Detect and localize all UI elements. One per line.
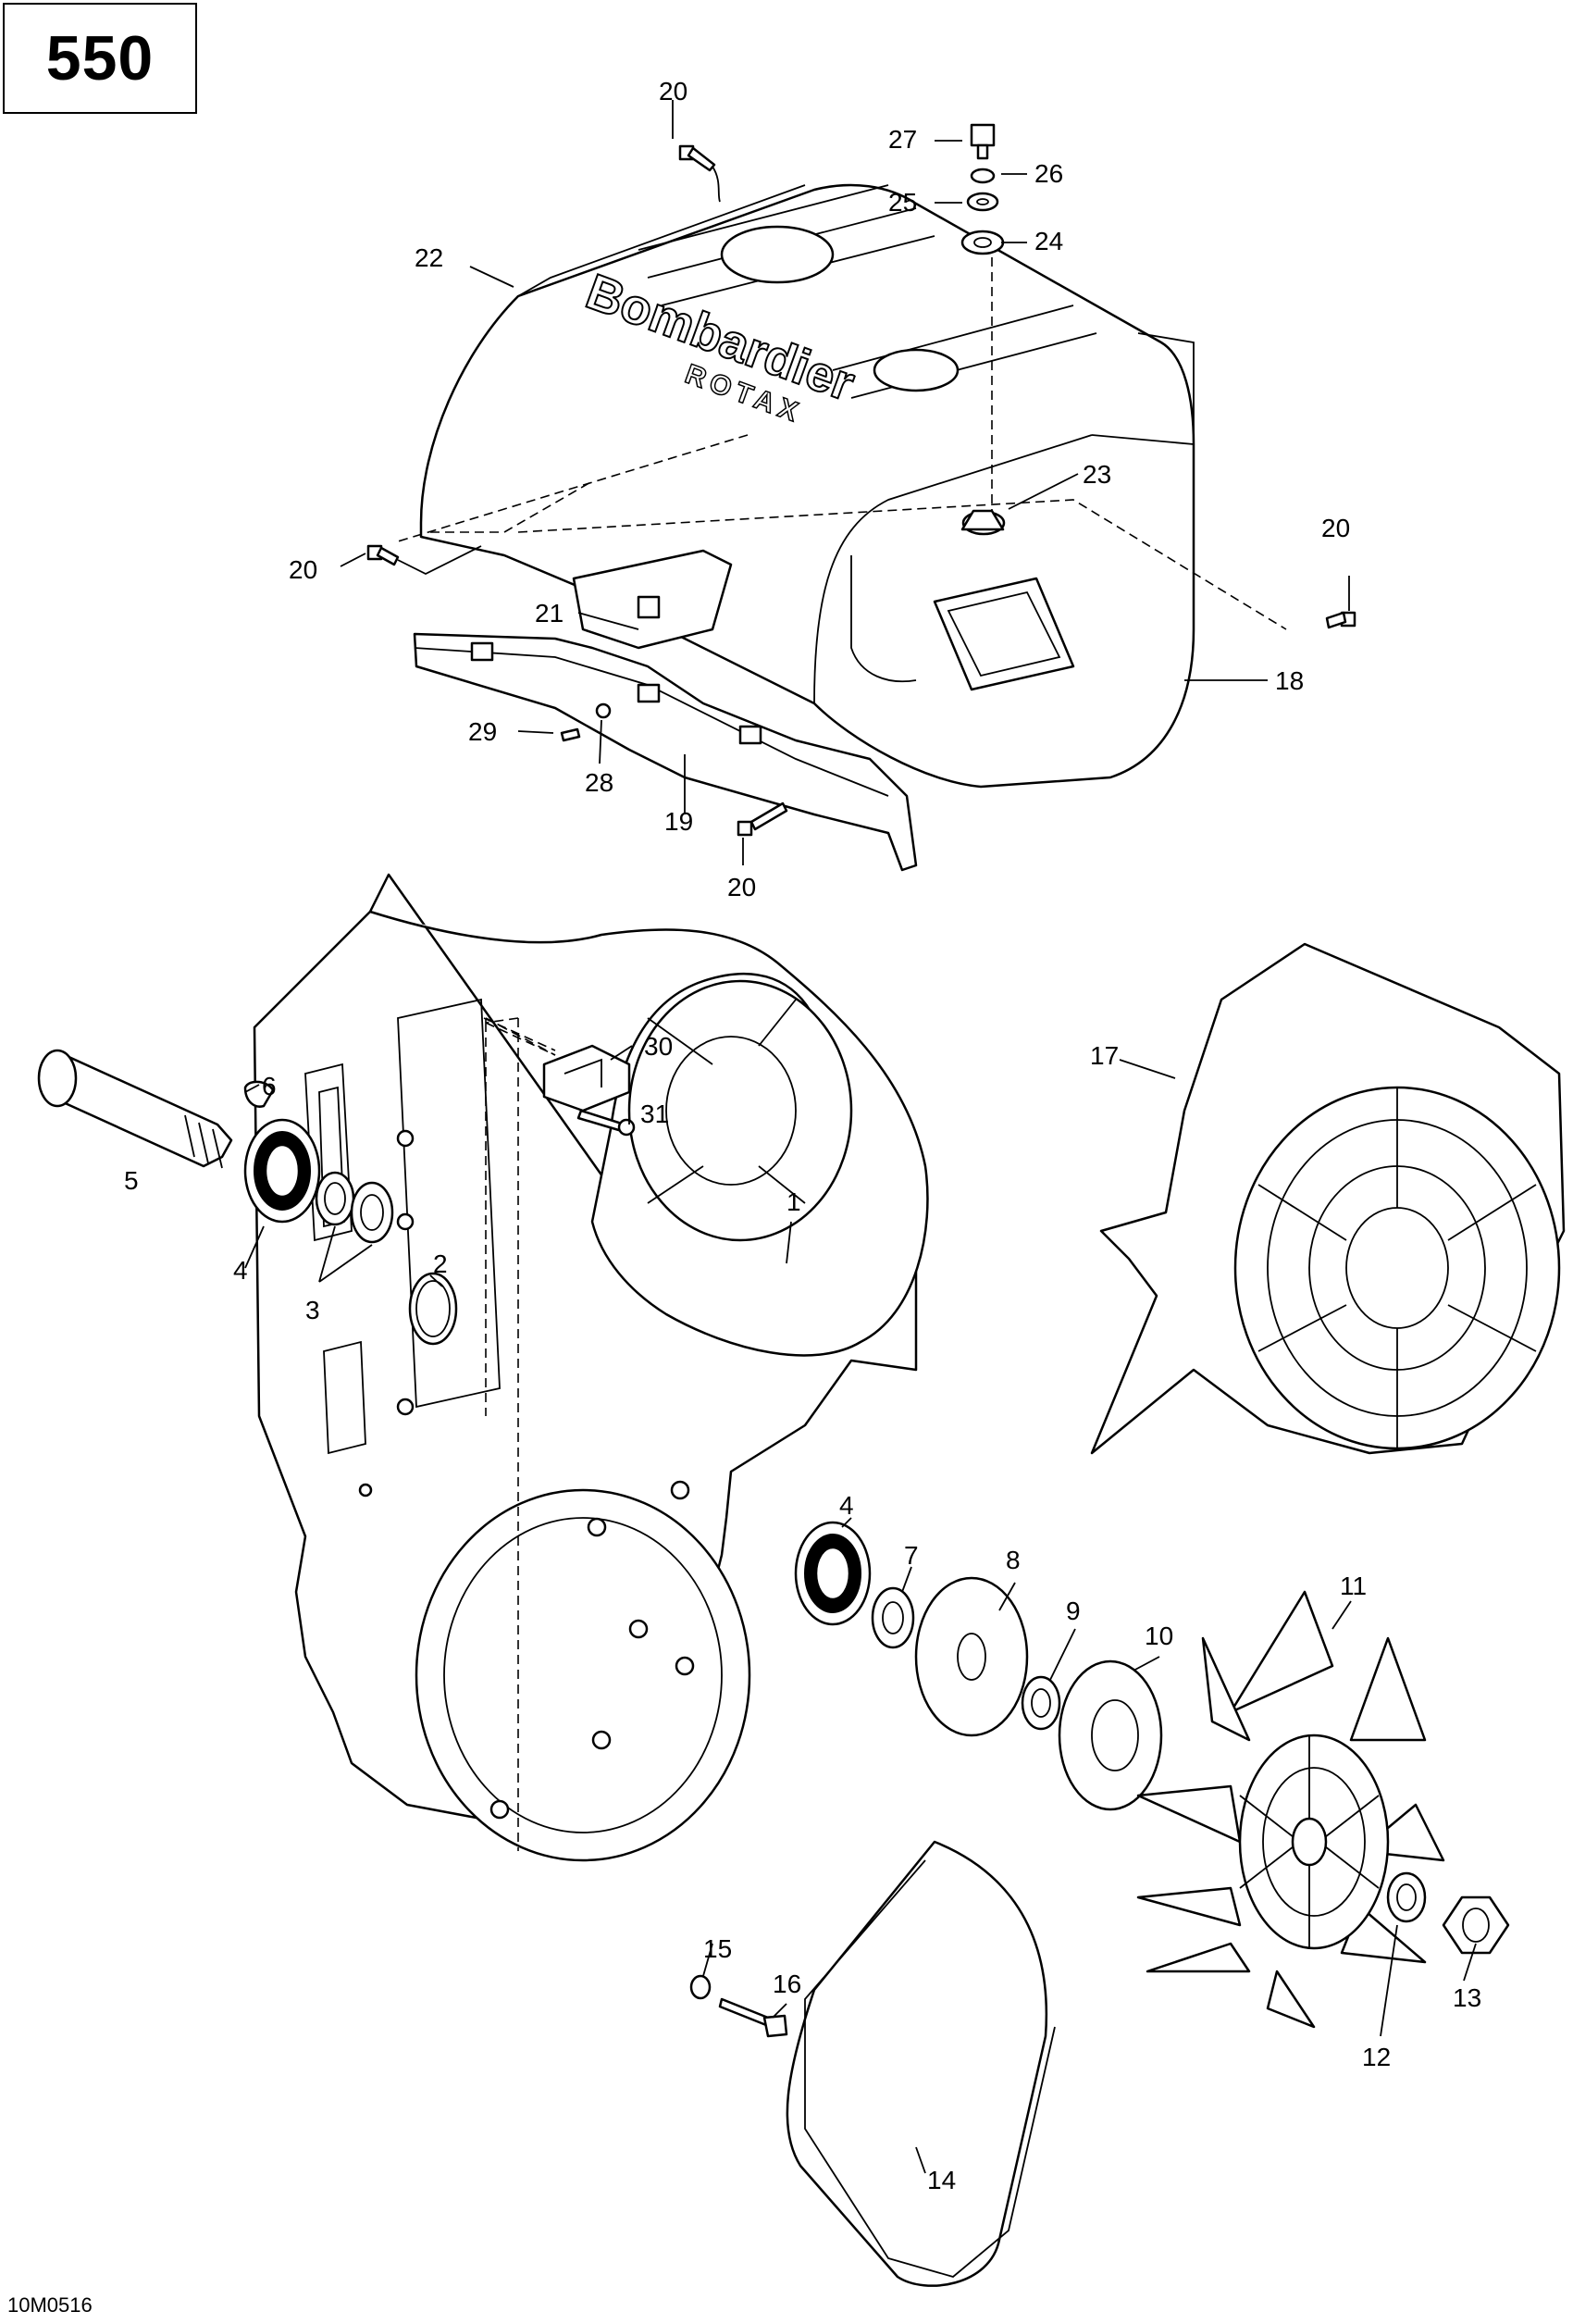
shaft-5 xyxy=(37,1049,233,1169)
leader-lines xyxy=(244,100,1477,2174)
screw-20-left xyxy=(366,544,482,576)
bearing-4b xyxy=(794,1521,872,1626)
callout-20: 20 xyxy=(1321,514,1350,542)
callout-4: 4 xyxy=(233,1256,248,1285)
callout-9: 9 xyxy=(1066,1597,1081,1625)
callout-20: 20 xyxy=(659,77,687,106)
callout-15: 15 xyxy=(703,1934,732,1963)
callout-29: 29 xyxy=(468,717,497,746)
fan-housing-1 xyxy=(253,873,929,1862)
bearing-4a xyxy=(243,1118,321,1224)
callout-26: 26 xyxy=(1034,159,1063,188)
nut-13 xyxy=(1442,1895,1510,1955)
callout-27: 27 xyxy=(888,125,917,154)
callout-16: 16 xyxy=(773,1970,801,1998)
callout-17: 17 xyxy=(1090,1041,1119,1070)
callout-8: 8 xyxy=(1006,1546,1021,1574)
callout-20: 20 xyxy=(727,873,756,901)
screw-29 xyxy=(560,727,581,742)
callout-20: 20 xyxy=(289,555,317,584)
callout-11: 11 xyxy=(1340,1572,1367,1600)
hub-9 xyxy=(1021,1675,1061,1731)
callout-14: 14 xyxy=(927,2166,956,2194)
shroud-17 xyxy=(1090,942,1566,1455)
washer-25 xyxy=(966,192,999,212)
callout-22: 22 xyxy=(415,243,443,272)
callout-4: 4 xyxy=(839,1491,854,1520)
callout-10: 10 xyxy=(1145,1622,1173,1650)
bolt-27 xyxy=(970,123,996,160)
bracket-19 xyxy=(413,632,918,872)
bracket-21 xyxy=(572,549,733,650)
callout-18: 18 xyxy=(1275,666,1304,695)
callout-3: 3 xyxy=(305,1296,320,1324)
model-number: 550 xyxy=(45,23,155,93)
washer-28 xyxy=(595,702,612,719)
screw-20-top xyxy=(678,144,721,203)
callout-25: 25 xyxy=(888,188,917,217)
callout-23: 23 xyxy=(1083,460,1111,489)
callout-7: 7 xyxy=(904,1541,919,1570)
clip-30 xyxy=(542,1044,631,1112)
callout-12: 12 xyxy=(1362,2043,1391,2071)
fan-cover-22 xyxy=(419,183,1195,789)
belt-14 xyxy=(786,1840,1056,2287)
fan-11 xyxy=(1136,1590,1445,2029)
callout-30: 30 xyxy=(644,1032,673,1061)
screw-31 xyxy=(576,1109,636,1137)
grommet-23 xyxy=(960,509,1005,531)
lockwasher-12 xyxy=(1386,1871,1427,1923)
callout-28: 28 xyxy=(585,768,613,797)
washer-15 xyxy=(689,1974,712,2000)
callout-5: 5 xyxy=(124,1166,139,1195)
pulley-half-8 xyxy=(914,1576,1029,1737)
callout-24: 24 xyxy=(1034,227,1063,255)
callout-19: 19 xyxy=(664,807,693,836)
washer-26 xyxy=(970,168,996,184)
screw-16 xyxy=(718,1997,788,2038)
callout-6: 6 xyxy=(262,1072,277,1100)
figure-code: 10M0516 xyxy=(7,2293,93,2317)
callouts: 20 27 26 25 24 22 23 20 20 21 18 29 28 1… xyxy=(124,77,1481,2194)
circlip-2 xyxy=(408,1272,458,1346)
callout-21: 21 xyxy=(535,599,564,628)
callout-13: 13 xyxy=(1453,1983,1481,2012)
callout-1: 1 xyxy=(786,1187,801,1216)
shims-3 xyxy=(315,1171,394,1244)
model-box: 550 xyxy=(3,3,197,114)
spacer-7 xyxy=(871,1586,915,1649)
screw-20-bottom xyxy=(737,802,788,837)
pulley-half-10 xyxy=(1058,1659,1163,1811)
screw-20-right xyxy=(1325,611,1356,629)
grommet-24 xyxy=(960,230,1005,255)
callout-31: 31 xyxy=(640,1100,669,1128)
callout-2: 2 xyxy=(433,1249,448,1278)
